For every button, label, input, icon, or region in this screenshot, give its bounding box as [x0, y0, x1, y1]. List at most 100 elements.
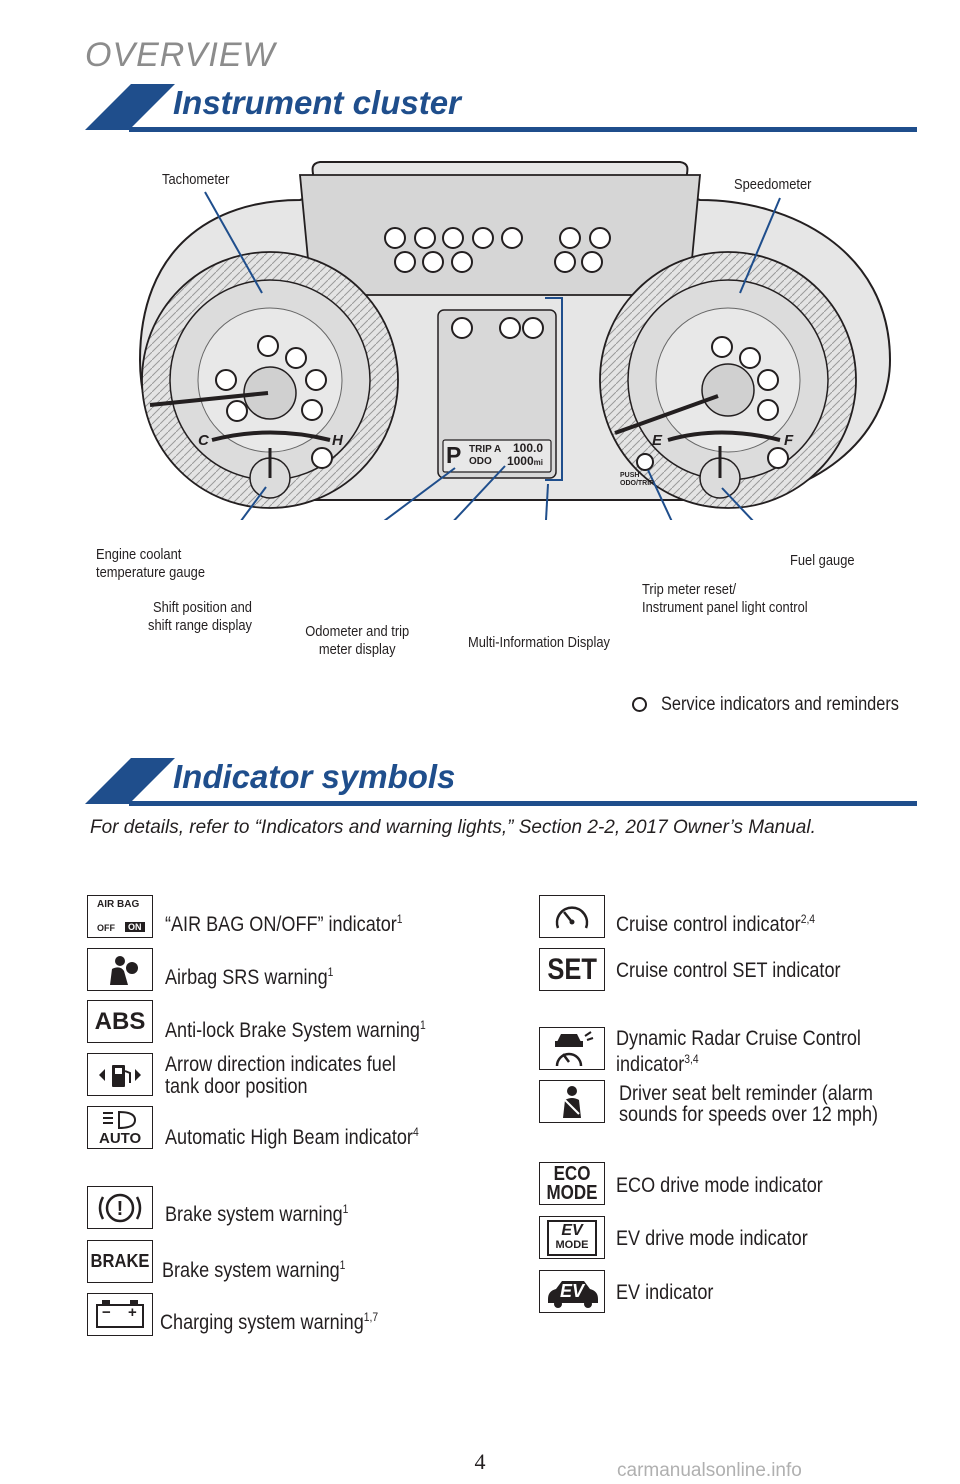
label-text: “AIR BAG ON/OFF” indicator [165, 913, 397, 936]
label-brake-text: Brake system warning1 [162, 1254, 345, 1282]
odo-value-row: 1000mi [505, 455, 543, 469]
callout-engine-coolant: Engine coolant temperature gauge [96, 546, 205, 582]
odo-label: ODO [469, 456, 492, 467]
cruise-control-icon [539, 895, 605, 938]
label-ev-mode: EV drive mode indicator [616, 1228, 808, 1250]
label-seatbelt: Driver seat belt reminder (alarm sounds … [619, 1083, 878, 1125]
gauge-letter-full: F [784, 432, 794, 449]
battery-terminal-pos [130, 1299, 138, 1304]
instrument-cluster-illustration [138, 161, 892, 520]
label-sup: 1 [339, 1258, 346, 1272]
label-battery: Charging system warning1,7 [160, 1306, 378, 1334]
watermark: carmanualsonline.info [617, 1460, 802, 1481]
label-text: Charging system warning [160, 1311, 364, 1334]
section-rule [129, 801, 917, 806]
label-text-1: Dynamic Radar Cruise Control [616, 1027, 861, 1050]
callout-shift-position-2: shift range display [148, 617, 252, 634]
label-text: Cruise control indicator [616, 913, 801, 936]
legend-service-indicators: Service indicators and reminders [661, 694, 899, 715]
gauge-letter-cold: C [198, 432, 209, 449]
odo-unit: mi [533, 458, 543, 467]
overview-heading: OVERVIEW [85, 36, 276, 74]
callout-shift-position-1: Shift position and [153, 599, 252, 616]
callout-odometer-2: meter display [318, 641, 396, 658]
label-radar-cruise: Dynamic Radar Cruise Control indicator3,… [616, 1027, 861, 1075]
label-sup: 1 [419, 1018, 426, 1032]
radar-cruise-glyph [555, 1030, 594, 1066]
section-header-indicator-symbols: Indicator symbols [85, 758, 917, 806]
abs-box-text: ABS [94, 1007, 146, 1035]
airbag-on-text: ON [125, 921, 145, 932]
label-ev-indicator: EV indicator [616, 1282, 713, 1304]
trip-label: TRIP A [469, 444, 502, 455]
callout-engine-coolant-1: Engine coolant [96, 546, 182, 563]
label-brake-circle: Brake system warning1 [165, 1198, 348, 1226]
airbag-box-text: AIR BAG [97, 898, 140, 910]
seatbelt-icon [539, 1080, 605, 1123]
ev-indicator-text: EV [560, 1280, 585, 1301]
auto-box-text: AUTO [99, 1129, 142, 1147]
label-sup: 3,4 [684, 1052, 699, 1066]
brake-circle-icon: ! [87, 1186, 153, 1229]
fuel-door-glyph [99, 1064, 141, 1087]
fuel-door-icon [87, 1053, 153, 1096]
ev-text: EV [561, 1221, 583, 1239]
section-stripe [85, 758, 175, 804]
ev-car-glyph [548, 1280, 598, 1308]
callout-trip-reset-1: Trip meter reset/ [642, 581, 737, 598]
airbag-srs-icon [87, 948, 153, 991]
battery-plus: + [128, 1303, 137, 1321]
trip-odo-values: 100.0 1000mi [505, 442, 543, 469]
callout-trip-reset-2: Instrument panel light control [642, 599, 808, 616]
auto-high-beam-icon: AUTO [87, 1106, 153, 1149]
label-sup: 1 [396, 912, 403, 926]
callout-odometer: Odometer and trip meter display [297, 623, 417, 659]
page-number: 4 [474, 1449, 486, 1474]
label-text-2: sounds for speeds over 12 mph) [619, 1103, 879, 1126]
section-title-indicators: Indicator symbols [173, 758, 456, 795]
set-box-text: SET [547, 952, 597, 986]
section-stripe [85, 84, 175, 130]
radar-cruise-icon [539, 1027, 605, 1070]
label-abs: Anti-lock Brake System warning1 [165, 1014, 426, 1042]
battery-terminal-neg [102, 1299, 110, 1304]
ev-mode-icon: EV MODE [539, 1216, 605, 1259]
label-auto-high-beam: Automatic High Beam indicator4 [165, 1121, 419, 1149]
gauge-letter-empty: E [652, 432, 663, 449]
label-cruise-control: Cruise control indicator2,4 [616, 908, 815, 936]
label-text-1: Arrow direction indicates fuel [165, 1053, 396, 1076]
brake-exclaim-text: ! [117, 1198, 124, 1220]
section-rule [129, 127, 917, 132]
callout-speedometer: Speedometer [734, 176, 812, 193]
label-sup: 1,7 [363, 1310, 379, 1324]
label-text-2-row: indicator3,4 [616, 1049, 861, 1075]
seatbelt-glyph [563, 1085, 581, 1118]
reference-note: For details, refer to “Indicators and wa… [90, 817, 816, 838]
callout-tachometer: Tachometer [162, 171, 230, 188]
brake-circle-glyph: ! [98, 1193, 142, 1222]
label-text-2: indicator [616, 1053, 685, 1076]
label-eco-mode: ECO drive mode indicator [616, 1175, 823, 1197]
battery-body [96, 1303, 144, 1328]
label-fuel-door: Arrow direction indicates fuel tank door… [165, 1054, 396, 1098]
section-header-instrument-cluster: Instrument cluster [85, 84, 917, 132]
mode-text: MODE [546, 1181, 598, 1204]
label-cruise-set: Cruise control SET indicator [616, 960, 841, 982]
eco-mode-text: ECO MODE [546, 1164, 598, 1204]
label-sup: 4 [412, 1125, 419, 1139]
label-airbag-on-off: “AIR BAG ON/OFF” indicator1 [165, 908, 403, 936]
airbag-srs-glyph [110, 955, 138, 985]
label-text: Brake system warning [165, 1203, 343, 1226]
label-text: EV drive mode indicator [616, 1227, 808, 1250]
cruise-control-glyph [555, 905, 589, 928]
label-text: Automatic High Beam indicator [165, 1126, 413, 1149]
label-text: Cruise control SET indicator [616, 959, 841, 982]
callout-shift-position: Shift position and shift range display [148, 599, 252, 635]
label-sup: 1 [327, 965, 334, 979]
callout-trip-reset: Trip meter reset/ Instrument panel light… [642, 581, 808, 617]
gauge-letter-hot: H [332, 432, 343, 449]
label-sup: 1 [342, 1202, 349, 1216]
label-text-1: Driver seat belt reminder (alarm [619, 1082, 873, 1105]
airbag-on-off-icon: AIR BAG OFF ON [87, 895, 153, 938]
label-text: Brake system warning [162, 1259, 340, 1282]
